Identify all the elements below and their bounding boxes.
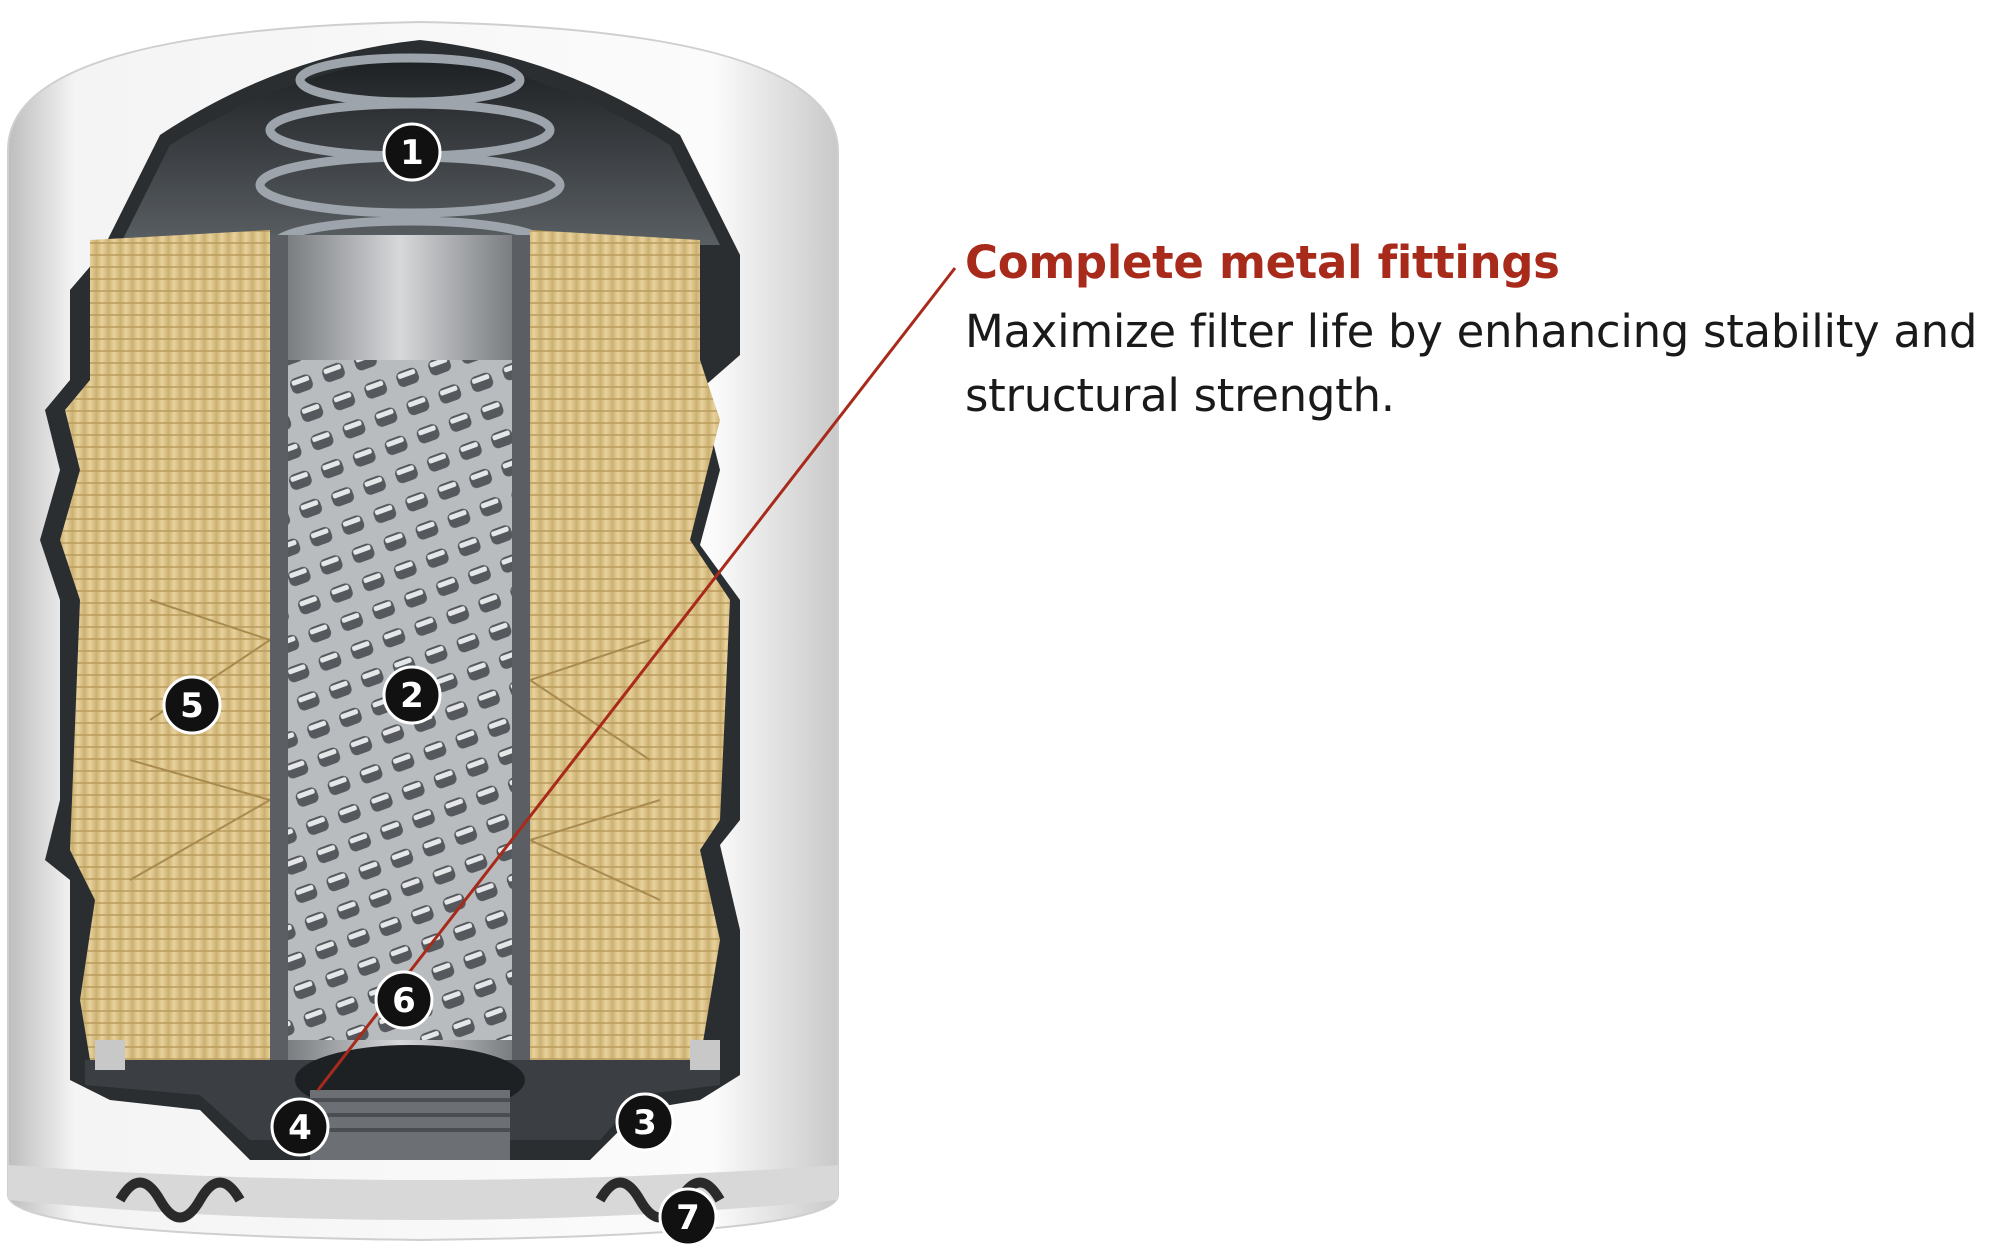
badge-1: 1: [382, 122, 442, 182]
svg-text:6: 6: [392, 981, 416, 1021]
filter-media-right: [530, 230, 730, 1060]
svg-text:1: 1: [400, 133, 424, 173]
callout-title: Complete metal fittings: [965, 236, 1560, 289]
callout-description: Maximize filter life by enhancing stabil…: [965, 305, 1978, 422]
badge-4: 4: [270, 1097, 330, 1157]
badge-5: 5: [162, 675, 222, 735]
sealing-gasket-left: [115, 1177, 245, 1223]
badge-3: 3: [615, 1092, 675, 1152]
svg-text:4: 4: [288, 1108, 312, 1148]
callout-leader-line: [316, 267, 957, 1091]
svg-text:2: 2: [400, 676, 424, 716]
svg-text:7: 7: [676, 1198, 700, 1238]
svg-text:3: 3: [633, 1103, 657, 1143]
badge-7: 7: [658, 1187, 718, 1247]
filter-media-left: [60, 230, 270, 1060]
badge-6: 6: [374, 970, 434, 1030]
badge-2: 2: [382, 665, 442, 725]
svg-text:5: 5: [180, 686, 204, 726]
